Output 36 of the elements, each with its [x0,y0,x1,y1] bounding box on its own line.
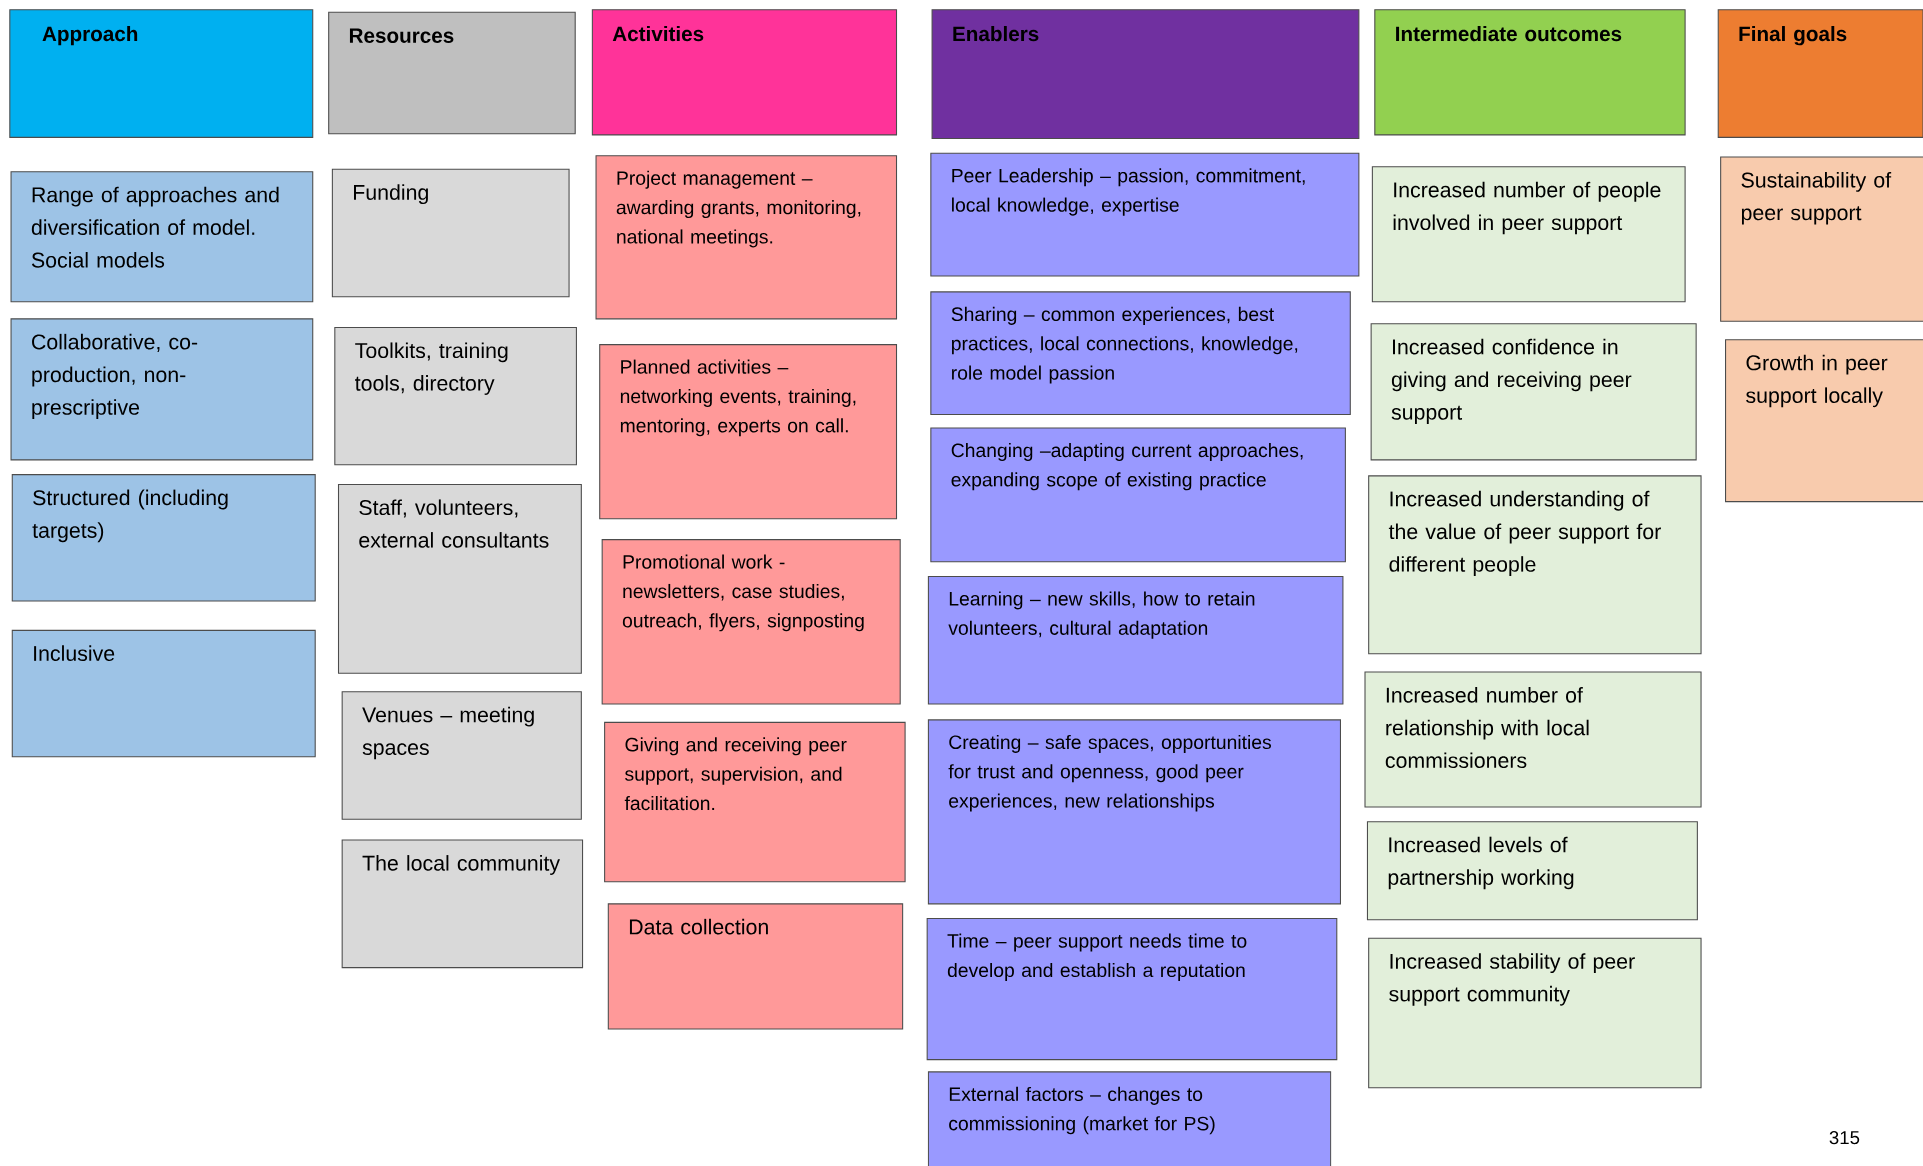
column-header: Enablers [931,9,1360,139]
text-box: Funding [331,168,570,298]
text-box: Data collection [607,903,904,1030]
text-box: External factors – changes to commissioning (market for PS) [927,1071,1332,1166]
column-header: Activities [591,9,898,136]
text-box: Sustainability of peer support [1720,156,1923,322]
column-header: Approach [9,9,314,138]
text-box: Toolkits, training tools, directory [334,326,577,466]
text-box: Structured (including targets) [11,473,316,602]
text-box: Peer Leadership – passion, commitment, local knowledge, expertise [930,152,1360,277]
column-header: Final goals [1717,9,1923,138]
text-box: The local community [341,839,584,969]
text-box: Collaborative, co-production, non-prescriptive [10,318,314,461]
text-box: Venues – meeting spaces [341,691,582,820]
text-box: Increased understanding of the value of peer support for different people [1368,475,1702,655]
text-box: Increased confidence in giving and receiving peer support [1370,323,1697,461]
text-box: Planned activities – networking events, training, mentoring, experts on call. [599,343,898,520]
text-box: Staff, volunteers, external consultants [337,483,582,674]
text-box: Inclusive [11,629,316,758]
column-header: Resources [328,11,576,135]
text-box: Growth in peer support locally [1725,339,1923,502]
text-box: Promotional work - newsletters, case studies, outreach, flyers, signposting [601,538,901,705]
text-box: Time – peer support needs time to develop and establish a reputation [926,917,1338,1060]
text-box: Range of approaches and diversification of model. Social models [10,171,314,303]
text-box: Changing –adapting current approaches, expanding scope of existing practice [930,427,1346,563]
page-number: 315 [1829,1130,1860,1145]
text-box: Giving and receiving peer support, supervision, and facilitation. [604,721,906,883]
text-box: Increased number of relationship with local commissioners [1364,671,1702,808]
text-box: Increased stability of peer support community [1368,937,1702,1089]
text-box: Project management – awarding grants, monitoring, national meetings. [595,155,898,320]
column-header: Intermediate outcomes [1374,9,1686,136]
text-box: Learning – new skills, how to retain volunteers, cultural adaptation [927,575,1344,705]
text-box: Creating – safe spaces, opportunities for trust and openness, good peer experiences, new relationships [927,719,1341,905]
text-box: Increased levels of partnership working [1366,821,1698,921]
text-box: Sharing – common experiences, best practices, local connections, knowledge, role model passion [930,291,1351,415]
text-box: Increased number of people involved in peer support [1371,166,1686,303]
